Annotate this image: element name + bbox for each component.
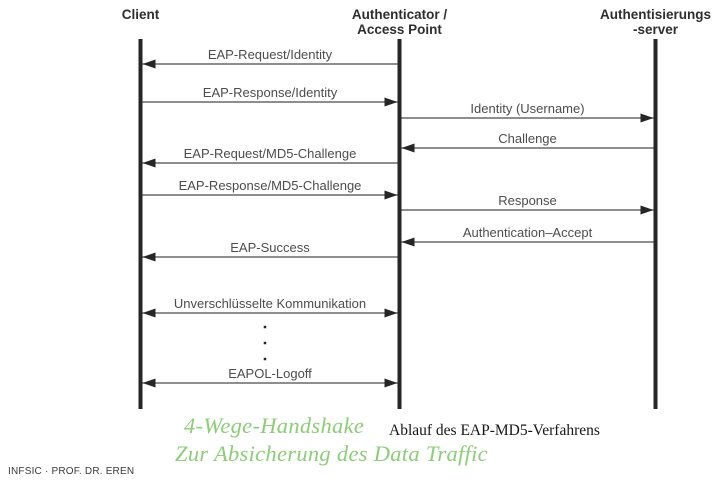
arrowhead [401, 143, 415, 153]
ellipsis-dot [263, 325, 267, 329]
arrowhead [401, 237, 415, 247]
arrowhead [640, 113, 654, 123]
message-label: Response [498, 193, 557, 208]
arrowhead [142, 252, 156, 262]
arrowhead [384, 378, 398, 388]
arrowhead [142, 308, 156, 318]
message-label: Authentication–Accept [462, 225, 593, 240]
message-label: Challenge [498, 131, 557, 146]
arrowhead [142, 378, 156, 388]
ellipsis-dot [263, 341, 267, 345]
actor-header-authenticator: Authenticator / Access Point [351, 7, 448, 37]
actor-header-auth_server: Authentisierungs -server [599, 7, 712, 37]
diagram-caption: Ablauf des EAP-MD5-Verfahrens [389, 422, 600, 439]
handwritten-note-line2: Zur Absicherung des Data Traffic [175, 441, 488, 466]
actor-header-client: Client [121, 7, 160, 22]
ellipsis-dot [263, 357, 267, 361]
slide-footer: INFSIC · PROF. DR. EREN [8, 466, 135, 477]
arrowhead [640, 205, 654, 215]
message-label: Identity (Username) [470, 101, 585, 116]
message-label: EAPOL-Logoff [228, 366, 312, 381]
message-label: Unverschlüsselte Kommunikation [173, 296, 367, 311]
message-label: EAP-Request/MD5-Challenge [183, 146, 357, 161]
arrowhead [384, 190, 398, 200]
arrowhead [142, 158, 156, 168]
arrowhead [384, 308, 398, 318]
message-label: EAP-Response/MD5-Challenge [178, 178, 362, 193]
message-label: EAP-Response/Identity [202, 85, 338, 100]
arrowhead [142, 59, 156, 69]
message-label: EAP-Success [230, 240, 310, 255]
arrowhead [384, 97, 398, 107]
handwritten-note-line1: 4-Wege-Handshake [184, 413, 365, 438]
message-label: EAP-Request/Identity [207, 47, 333, 62]
